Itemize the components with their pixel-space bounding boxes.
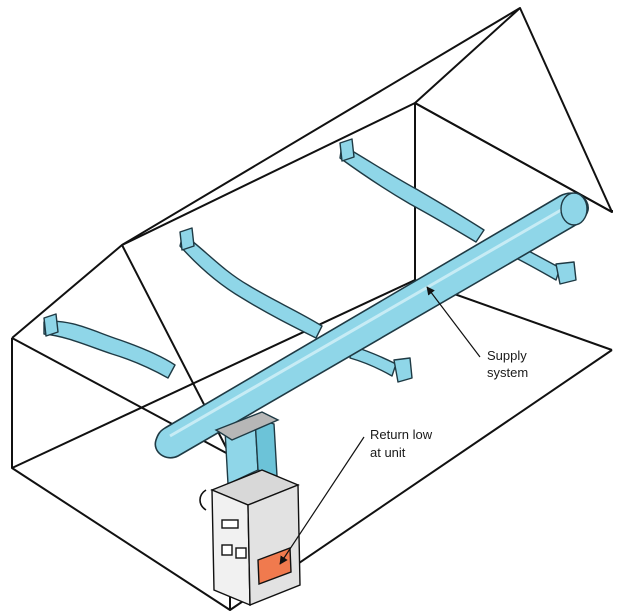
branch-ducts bbox=[43, 138, 577, 383]
register-middle bbox=[179, 227, 195, 251]
return-label-line2: at unit bbox=[370, 445, 406, 460]
floor-front bbox=[11, 279, 416, 469]
branch-duct-lower bbox=[349, 345, 397, 377]
right-roof-edge bbox=[519, 7, 613, 213]
return-leader-line bbox=[279, 436, 365, 565]
supply-label-line2: system bbox=[487, 365, 528, 380]
furnace-vent-3 bbox=[235, 547, 247, 559]
branch-duct-left bbox=[43, 320, 176, 379]
furnace-unit bbox=[199, 469, 301, 607]
back-wall-edge bbox=[414, 102, 613, 213]
main-supply-duct bbox=[154, 192, 589, 459]
furnace-vent-1 bbox=[221, 519, 239, 529]
register-left bbox=[43, 313, 59, 337]
branch-duct-right bbox=[339, 144, 485, 243]
return-label-line1: Return low bbox=[370, 427, 433, 442]
supply-label-line1: Supply bbox=[487, 348, 527, 363]
register-stub bbox=[555, 261, 577, 285]
trunk-end-cap bbox=[560, 192, 588, 226]
supply-leader-line bbox=[426, 286, 481, 358]
register-lower bbox=[393, 357, 413, 383]
riser-collar bbox=[214, 411, 280, 441]
riser-duct bbox=[214, 411, 280, 486]
trunk-highlight bbox=[169, 204, 569, 438]
house-outline bbox=[11, 7, 613, 611]
roof-front bbox=[11, 7, 521, 339]
furnace-vent-2 bbox=[221, 544, 233, 556]
furnace-pipe bbox=[199, 489, 207, 511]
branch-duct-middle bbox=[179, 233, 323, 339]
register-right bbox=[339, 138, 355, 162]
